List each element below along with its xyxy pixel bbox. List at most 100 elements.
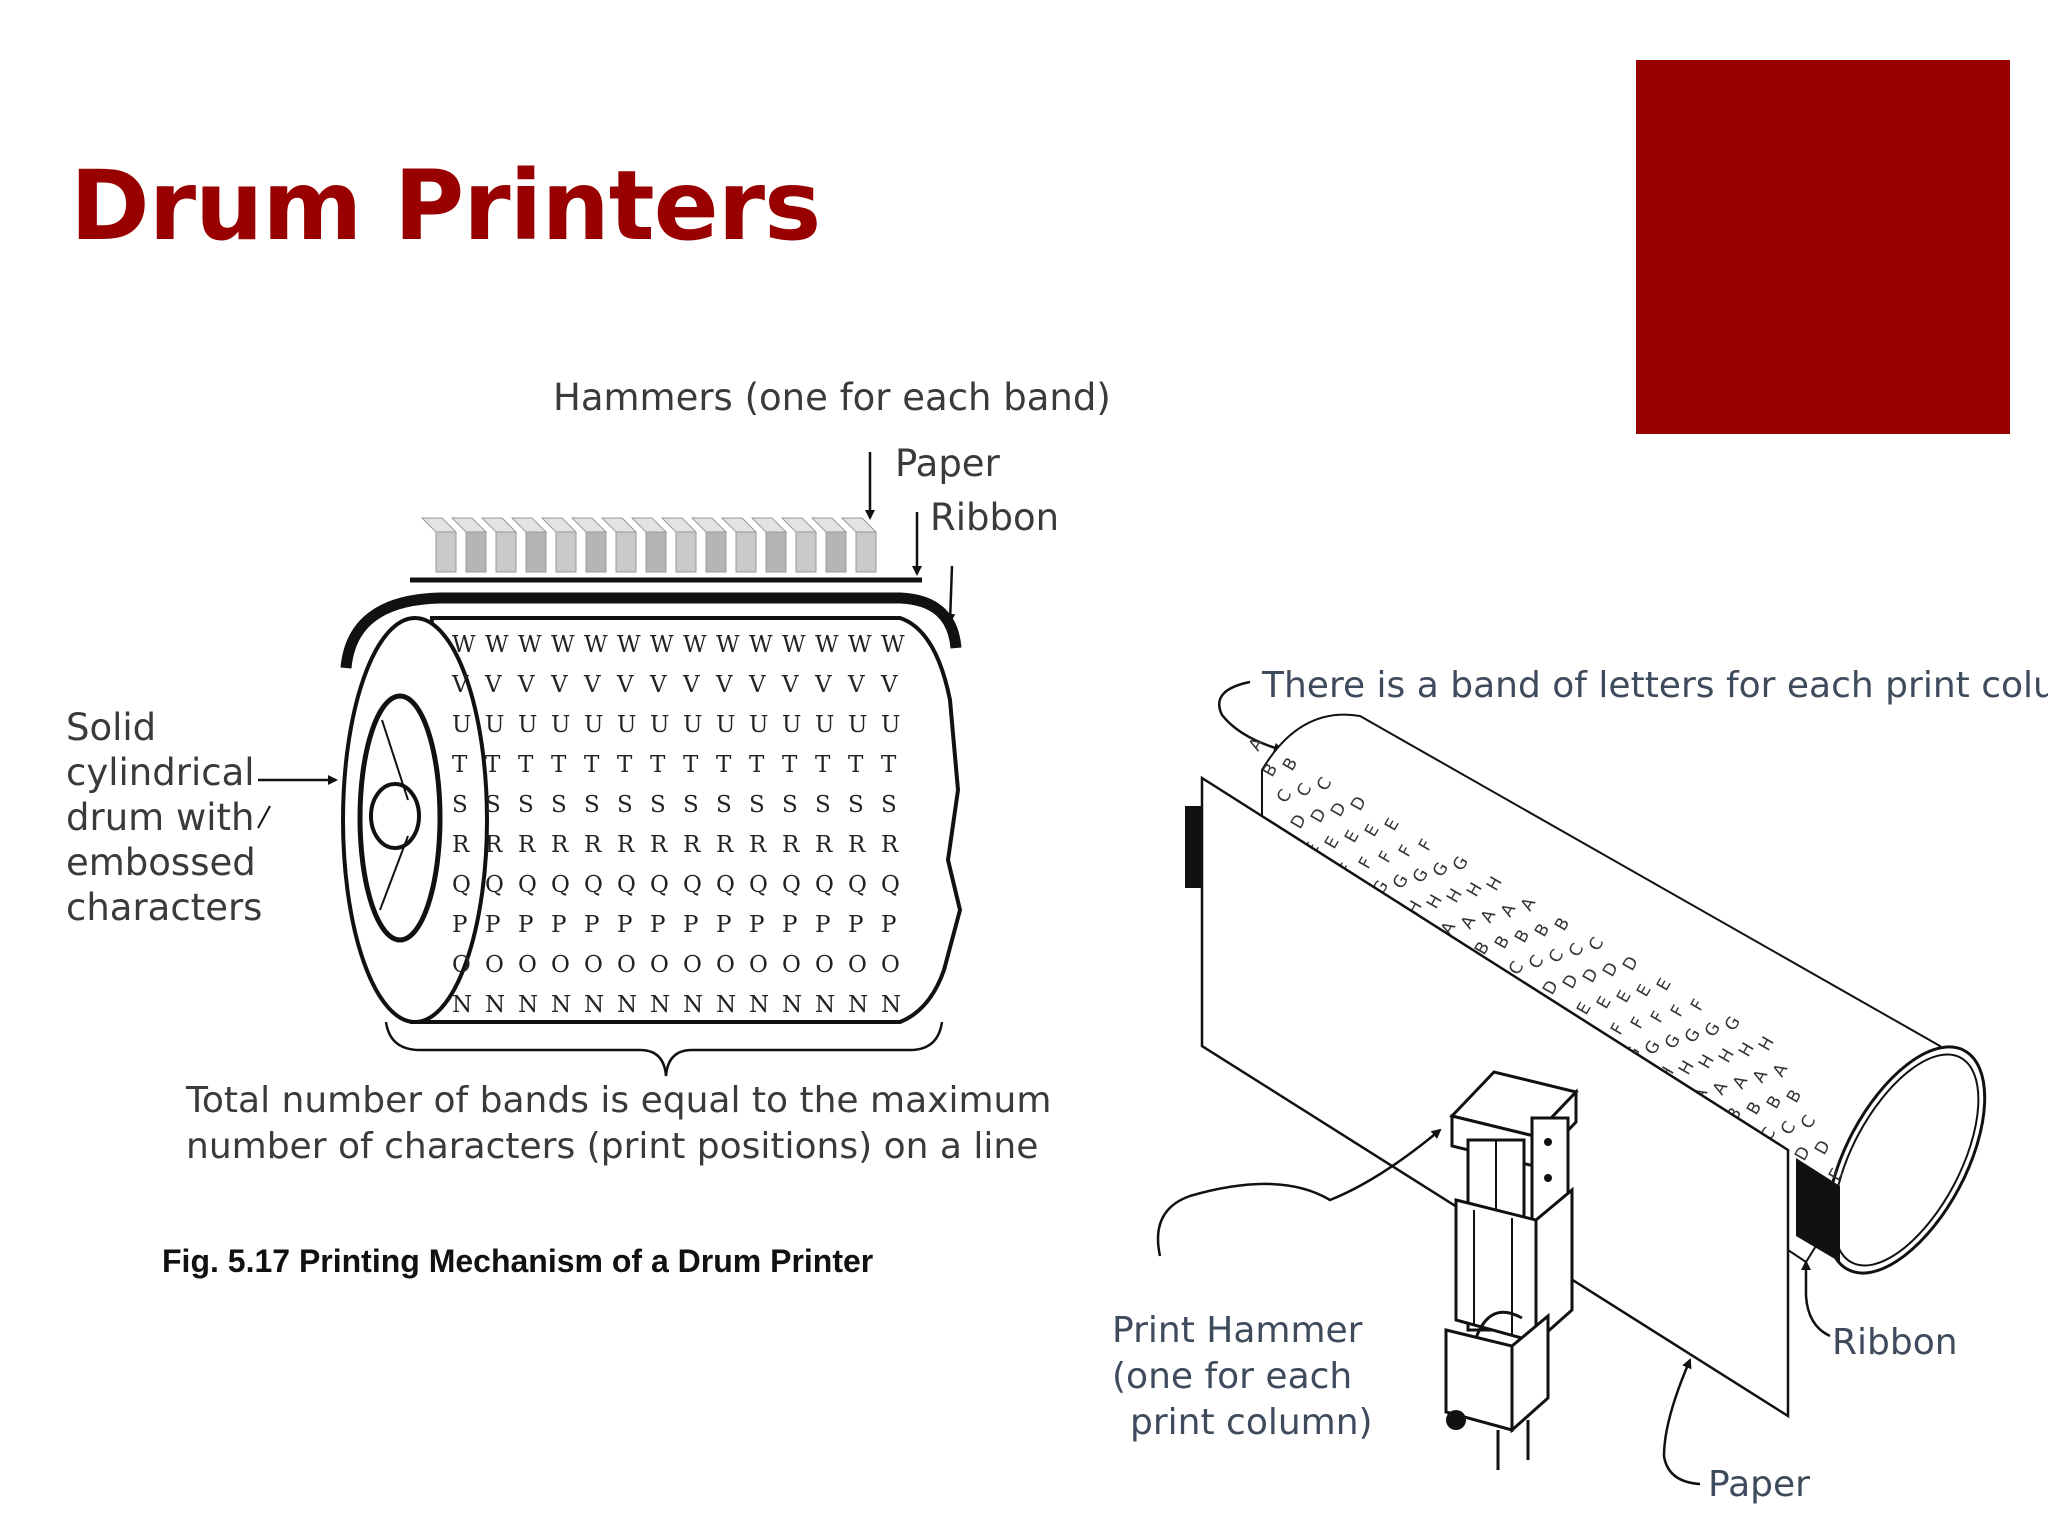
drum-character: W xyxy=(848,632,872,658)
drum-character: R xyxy=(485,832,503,858)
hammer-face xyxy=(526,532,546,572)
drum-character: P xyxy=(485,912,500,938)
drum-character: V xyxy=(517,672,535,698)
drum-character: W xyxy=(551,632,575,658)
drum-character: P xyxy=(749,912,764,938)
drum-character: N xyxy=(716,992,736,1018)
drum-character: V xyxy=(616,672,634,698)
hammer-block xyxy=(692,518,726,532)
hammer-block xyxy=(452,518,486,532)
drum-character: P xyxy=(650,912,665,938)
drum-character: N xyxy=(518,992,538,1018)
hammer-face xyxy=(646,532,666,572)
hammer-block xyxy=(632,518,666,532)
drum-character: U xyxy=(848,712,867,738)
drum-character: T xyxy=(584,752,600,778)
drum-label-line: embossed xyxy=(66,841,256,884)
drum-character: O xyxy=(617,952,636,978)
paper-label: Paper xyxy=(895,442,1001,485)
paper-label-arrow xyxy=(1664,1360,1700,1484)
drum-character: R xyxy=(749,832,767,858)
hammer-face xyxy=(496,532,516,572)
hammer-block xyxy=(602,518,636,532)
drum-character: W xyxy=(485,632,509,658)
drum-character: N xyxy=(848,992,868,1018)
hammer-block xyxy=(482,518,516,532)
drum-character: W xyxy=(815,632,839,658)
drum-character: Q xyxy=(815,872,834,898)
drum-character: R xyxy=(650,832,668,858)
drum-character: P xyxy=(584,912,599,938)
hammer-face xyxy=(796,532,816,572)
drum-character: N xyxy=(782,992,802,1018)
hammer-label-line: Print Hammer xyxy=(1112,1310,1363,1351)
drum-character: T xyxy=(452,752,468,778)
drum-character: S xyxy=(881,792,897,818)
drum-character: O xyxy=(716,952,735,978)
hammer-block xyxy=(512,518,546,532)
drum-character: S xyxy=(716,792,732,818)
drum-character: V xyxy=(847,672,865,698)
drum-character: W xyxy=(881,632,905,658)
drum-character: U xyxy=(815,712,834,738)
hammer-block xyxy=(542,518,576,532)
drum-character: T xyxy=(551,752,567,778)
drum-character: O xyxy=(518,952,537,978)
bands-brace xyxy=(386,1022,942,1076)
drum-character: S xyxy=(617,792,633,818)
drum-label-line: characters xyxy=(66,886,262,929)
drum-character: N xyxy=(650,992,670,1018)
drum-character: R xyxy=(881,832,899,858)
drum-character: Q xyxy=(452,872,471,898)
hammer-face xyxy=(736,532,756,572)
drum-character: N xyxy=(584,992,604,1018)
drum-character: S xyxy=(815,792,831,818)
drum-character: T xyxy=(881,752,897,778)
bands-note-line: Total number of bands is equal to the ma… xyxy=(185,1080,1051,1121)
hammer-face xyxy=(556,532,576,572)
drum-character: P xyxy=(881,912,896,938)
drum-character: P xyxy=(551,912,566,938)
hammer-block xyxy=(752,518,786,532)
drum-character: W xyxy=(518,632,542,658)
drum-character: N xyxy=(452,992,472,1018)
drum-character: S xyxy=(518,792,534,818)
drum-character: N xyxy=(617,992,637,1018)
hammers-label: Hammers (one for each band) xyxy=(553,376,1111,419)
drum-character: S xyxy=(551,792,567,818)
drum-character: P xyxy=(815,912,830,938)
hammer-face xyxy=(826,532,846,572)
figure-caption: Fig. 5.17 Printing Mechanism of a Drum P… xyxy=(162,1243,873,1279)
drum-character: U xyxy=(617,712,636,738)
drum-character: W xyxy=(452,632,476,658)
drum-character: V xyxy=(583,672,601,698)
drum-character: O xyxy=(485,952,504,978)
drum-label-line: drum with xyxy=(66,796,254,839)
drum-label: Solid cylindrical drum with embossed cha… xyxy=(66,706,262,929)
drum-character: Q xyxy=(551,872,570,898)
bands-note-line: number of characters (print positions) o… xyxy=(186,1126,1038,1167)
drum-character: U xyxy=(782,712,801,738)
drum-character: N xyxy=(485,992,505,1018)
drum-character: S xyxy=(782,792,798,818)
drum-axle xyxy=(371,784,419,848)
drum-character: N xyxy=(683,992,703,1018)
drum-character: U xyxy=(716,712,735,738)
drum-character: Q xyxy=(584,872,603,898)
drum-printer-figure: Hammers (one for each band) Paper Ribbon… xyxy=(66,376,1111,1279)
hammer-block xyxy=(662,518,696,532)
ribbon-label: Ribbon xyxy=(930,496,1059,539)
drum-character: T xyxy=(782,752,798,778)
band-label: There is a band of letters for each prin… xyxy=(1261,665,2048,706)
drum-character: W xyxy=(617,632,641,658)
drum-character: O xyxy=(782,952,801,978)
drum-character: T xyxy=(617,752,633,778)
right-ribbon-label: Ribbon xyxy=(1832,1322,1958,1363)
drum-character: S xyxy=(485,792,501,818)
drum-character: U xyxy=(683,712,702,738)
drum-character: U xyxy=(650,712,669,738)
hammer-block xyxy=(812,518,846,532)
drum-character: V xyxy=(781,672,799,698)
drum-character: R xyxy=(617,832,635,858)
